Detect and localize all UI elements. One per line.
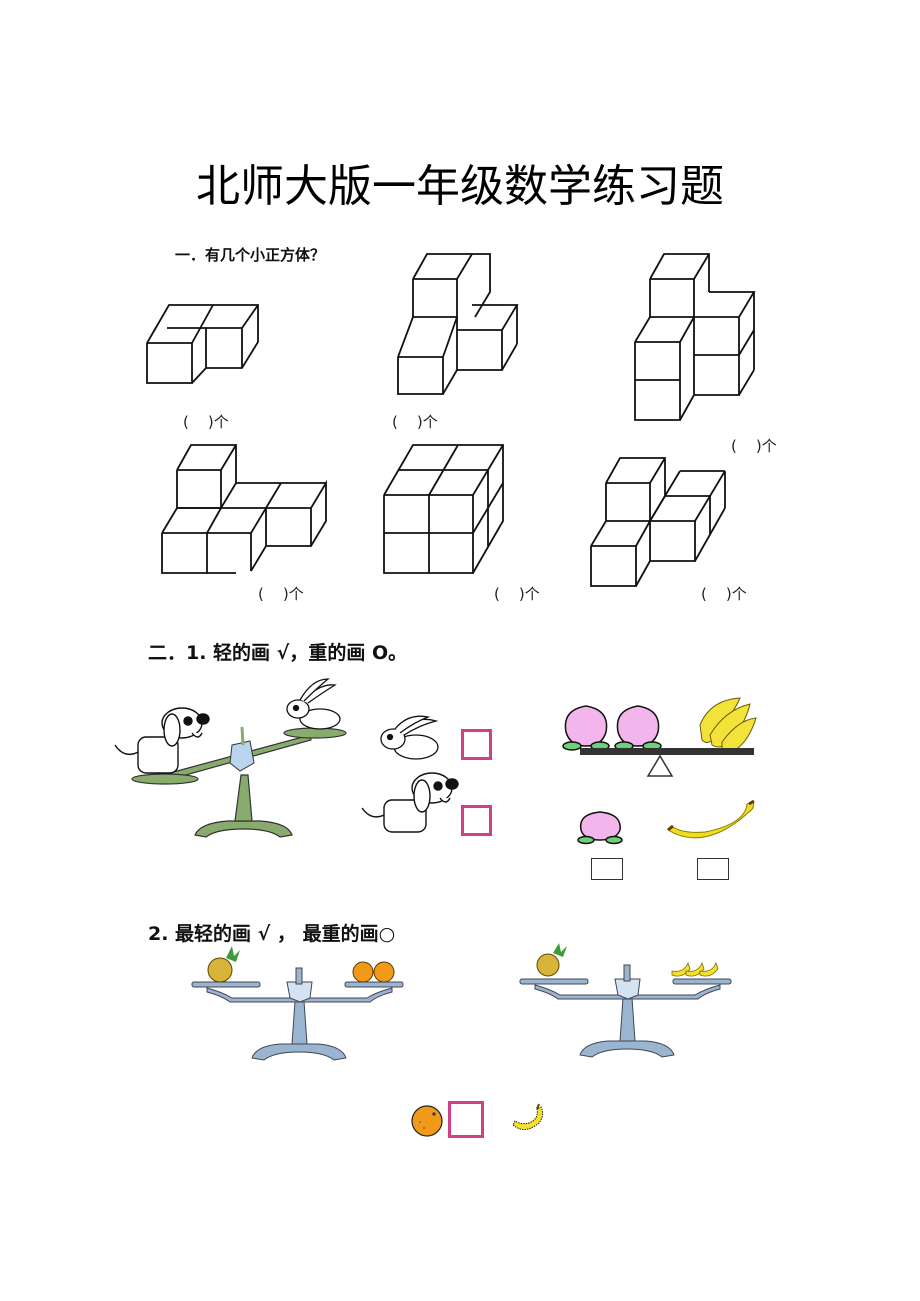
- answer-blank-2[interactable]: ( )个: [392, 413, 438, 431]
- dog-answer-box[interactable]: [461, 805, 492, 836]
- cube-figure-3: [634, 253, 756, 421]
- dog-icon: [114, 707, 210, 774]
- banana-answer-box[interactable]: [697, 858, 729, 880]
- page-title: 北师大版一年级数学练习题: [196, 161, 724, 212]
- orange-choice-icon: [411, 1105, 443, 1137]
- section2-heading: 二．1. 轻的画 √，重的画 O。: [148, 642, 408, 664]
- pineapple-icon: [536, 943, 567, 977]
- banana-choice-small-icon: [512, 1103, 544, 1130]
- rabbit-choice-icon: [380, 715, 439, 760]
- peach-answer-box[interactable]: [591, 858, 623, 880]
- peach-icon: [562, 705, 610, 751]
- banana-choice-icon: [667, 799, 755, 839]
- section3-heading: 2. 最轻的画 √ ， 最重的画○: [148, 923, 396, 945]
- blue-scale-2-illustration: [519, 943, 732, 1058]
- pineapple-icon: [207, 946, 240, 983]
- green-scale-illustration: [114, 678, 347, 838]
- orange-answer-box[interactable]: [448, 1101, 484, 1138]
- orange-icon: [352, 961, 395, 983]
- answer-blank-6[interactable]: ( )个: [701, 585, 747, 603]
- banana-bunch-icon: [699, 697, 757, 751]
- answer-blank-5[interactable]: ( )个: [494, 585, 540, 603]
- peach-banana-seesaw-illustration: [562, 697, 757, 777]
- rabbit-answer-box[interactable]: [461, 729, 492, 760]
- peach-choice-icon: [577, 811, 623, 845]
- dog-choice-icon: [361, 772, 459, 833]
- cube-figure-4: [161, 444, 327, 574]
- banana-icon: [671, 961, 719, 977]
- cube-figure-6: [590, 457, 726, 587]
- cube-figure-1: [146, 304, 259, 384]
- cube-figure-5: [383, 444, 504, 574]
- answer-blank-4[interactable]: ( )个: [258, 585, 304, 603]
- blue-scale-1-illustration: [191, 946, 404, 1061]
- answer-blank-3[interactable]: ( )个: [731, 437, 777, 455]
- cube-figure-2: [397, 253, 519, 395]
- answer-blank-1[interactable]: ( )个: [183, 413, 229, 431]
- section1-heading: 一．有几个小正方体？: [175, 246, 326, 264]
- peach-icon: [614, 705, 662, 751]
- rabbit-icon: [286, 678, 341, 730]
